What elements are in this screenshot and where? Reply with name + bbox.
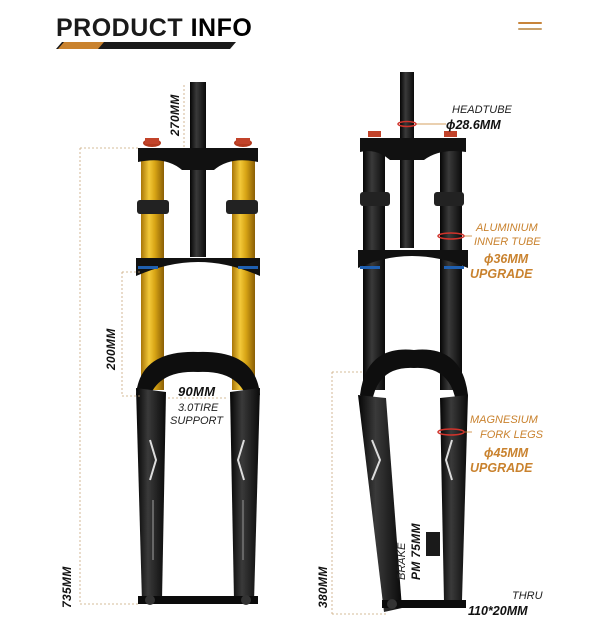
tire-clearance-label: 90MM (178, 384, 216, 399)
headtube-label: HEADTUBE (452, 104, 512, 116)
tire-support-line1: 3.0TIRE (178, 402, 219, 414)
measurement-rings (397, 120, 465, 436)
fork-legs-line2: FORK LEGS (480, 429, 543, 441)
tire-support-line2: SUPPORT (170, 415, 223, 427)
total-length-label: 735MM (60, 566, 74, 608)
inner-tube-line1: ALUMINIUM (476, 222, 538, 234)
right-fork (358, 72, 468, 612)
page-title: PRODUCT INFO (56, 14, 252, 43)
fork-legs-value: ϕ45MM (484, 446, 529, 460)
left-dimension-lines (79, 85, 228, 605)
travel-label: 200MM (104, 328, 118, 370)
inner-tube-upgrade: UPGRADE (470, 267, 533, 281)
inner-tube-value: ϕ36MM (484, 252, 529, 266)
title-light: PRODUCT (56, 14, 191, 42)
title-underline (56, 42, 236, 49)
brake-value: PM 75MM (409, 523, 423, 580)
inner-tube-line2: INNER TUBE (474, 236, 541, 248)
thru-label: THRU (512, 590, 543, 602)
axle-to-crown-label: 380MM (316, 566, 330, 608)
callout-lines (416, 123, 472, 433)
thru-value: 110*20MM (468, 604, 528, 618)
fork-legs-line1: MAGNESIUM (470, 414, 538, 426)
title-bold: INFO (190, 14, 253, 42)
headtube-value: ϕ28.6MM (446, 118, 501, 132)
steerer-length-label: 270MM (168, 94, 182, 136)
right-dimension-lines (331, 371, 386, 615)
brake-label: BRAKE (396, 542, 408, 580)
menu-icon[interactable] (518, 22, 542, 34)
left-fork (136, 82, 260, 605)
fork-legs-upgrade: UPGRADE (470, 461, 533, 475)
